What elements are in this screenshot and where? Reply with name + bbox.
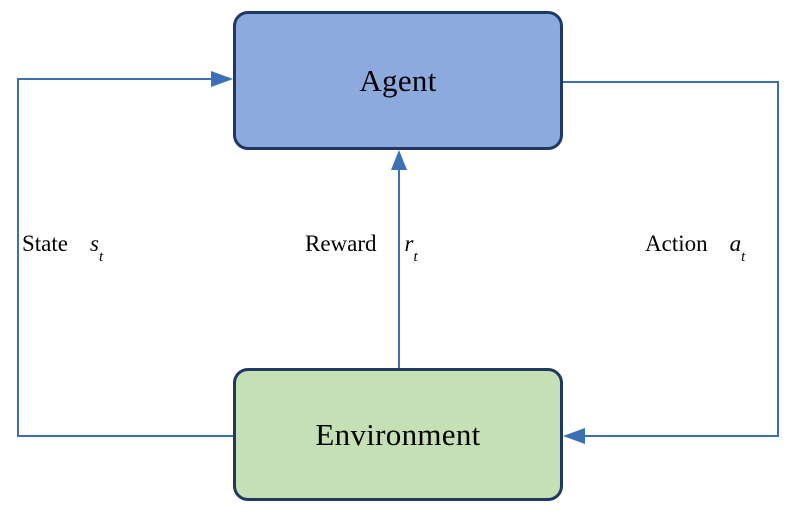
edge-label-state-symbol: st — [90, 231, 103, 264]
action-edge-line — [563, 81, 779, 437]
edge-label-reward-symbol: rt — [404, 231, 418, 264]
edge-label-reward-symbol-subscript: t — [413, 248, 418, 265]
edge-label-reward-word: Reward — [305, 231, 377, 256]
edge-label-reward-symbol-base: r — [404, 231, 414, 256]
node-agent[interactable]: Agent — [233, 11, 563, 150]
edge-label-state: State st — [22, 231, 103, 264]
edge-label-action-symbol-subscript: t — [741, 248, 746, 265]
state-edge-line — [17, 78, 233, 437]
edge-label-action-word: Action — [645, 231, 708, 256]
edge-label-state-symbol-subscript: t — [98, 248, 104, 265]
node-environment-label: Environment — [315, 417, 481, 452]
edge-label-reward: Reward rt — [305, 231, 418, 264]
node-agent-label: Agent — [359, 63, 437, 98]
action-arrowhead-icon — [563, 428, 585, 444]
edge-label-action-symbol-base: a — [729, 231, 742, 256]
edge-label-action-symbol: at — [729, 231, 746, 264]
edge-label-action: Action at — [645, 231, 746, 264]
state-arrowhead-icon — [211, 71, 233, 87]
edge-label-state-symbol-base: s — [90, 231, 99, 256]
node-environment[interactable]: Environment — [233, 368, 563, 501]
edge-label-state-word: State — [22, 231, 68, 256]
reward-arrowhead-icon — [391, 150, 407, 170]
